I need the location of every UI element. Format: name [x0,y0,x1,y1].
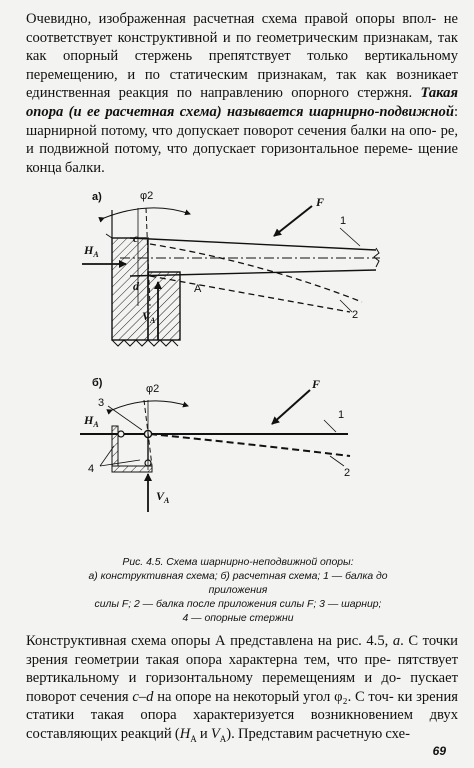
paragraph-2-part-3: на опоре на некоторый угол φ₂. С точ- ки… [26,688,458,742]
figure-a-leader-1 [339,227,361,247]
caption-line-3: силы F; 2 — балка после приложения силы … [94,599,382,610]
paragraph-1: Очевидно, изображенная расчетная схема п… [26,10,458,177]
paragraph-2: Конструктивная схема опоры А представлен… [26,632,458,748]
figure-b-force-arrow [271,389,311,425]
figure-a-rotation-arc [98,207,191,223]
figure-a-HA-label: HA [83,243,99,259]
paragraph-2-VA: V [210,725,220,742]
paragraph-2-fig-ref: а [392,633,401,649]
paragraph-2-VA-sub: A [219,733,227,744]
paragraph-1-emphasis: Такая опора (и ее расчетная схема) назыв… [26,85,458,120]
paragraph-2-and: и [196,725,211,742]
figure-a-beam [120,237,380,277]
figure-a-n2: 2 [352,309,358,321]
figure-a-deflected-beam-bottom [149,275,351,313]
caption-line-1: Рис. 4.5. Схема шарнирно-неподвижной опо… [122,557,354,568]
figure-b-n2: 2 [344,467,350,479]
figure-b-phi: φ2 [146,383,159,395]
figure-b-VA-label: VA [156,489,170,505]
figure-a-deflected-beam-top [149,243,363,303]
paragraph-2-part-2: . С точки зрения геометрии такая опора х… [26,633,458,705]
figure-b-leader-3 [107,405,143,431]
figure-a-section-line [145,207,151,307]
figure-a-phi: φ2 [140,190,153,202]
paragraph-2-part-1: Конструктивная схема опоры А представлен… [26,633,393,649]
page-number: 69 [432,744,446,758]
figure-b-leader-4a [99,445,115,467]
paragraph-2-part-4: ). Представим расчетную схе- [226,725,410,742]
paragraph-1-tail: : шарнирной потому, что допускает поворо… [26,103,458,176]
figure-b-force-label: F [311,377,320,391]
figure-b-n4: 4 [88,463,94,475]
figure-a-d-label: d [133,279,140,293]
paragraph-2-section-cd: c–d [132,688,154,705]
figure-a-A-label: A [194,283,202,295]
figure-a-force-arrow [273,205,313,237]
figure-a-force-label: F [315,195,324,209]
figure-b-deflected-beam [149,433,351,457]
figure-a-leader-2 [339,299,353,313]
figure-caption: Рис. 4.5. Схема шарнирно-неподвижной опо… [70,556,406,626]
figure-b: б) φ2 F HA [80,377,350,512]
figure-a-n1: 1 [340,215,346,227]
figure-b-leader-2 [329,455,345,467]
figure-a-wall [105,210,181,347]
paragraph-2-HA: H [179,725,191,742]
figure-b-leader-1 [323,419,337,433]
paragraph-2-HA-sub: A [190,733,197,744]
figure-b-n3: 3 [98,397,104,409]
figure-a-label: а) [92,191,102,203]
figure-a-c-label: c [133,231,139,245]
figure-b-label: б) [92,377,103,389]
figure-a: а) φ2 [82,190,380,347]
figure-b-support [111,425,153,473]
caption-line-2: а) конструктивная схема; б) расчетная сх… [88,571,388,596]
figure-b-n1: 1 [338,409,344,421]
figure-b-rotation-arc [106,400,189,415]
figure-a-VA-label: VA [142,309,156,325]
figure-b-HA-label: HA [83,413,99,429]
caption-line-4: 4 — опорные стержни [182,613,294,624]
paragraph-1-lead: Очевидно, изображенная расчетная схема п… [26,11,458,102]
figure-b-leader-4b [99,459,141,467]
